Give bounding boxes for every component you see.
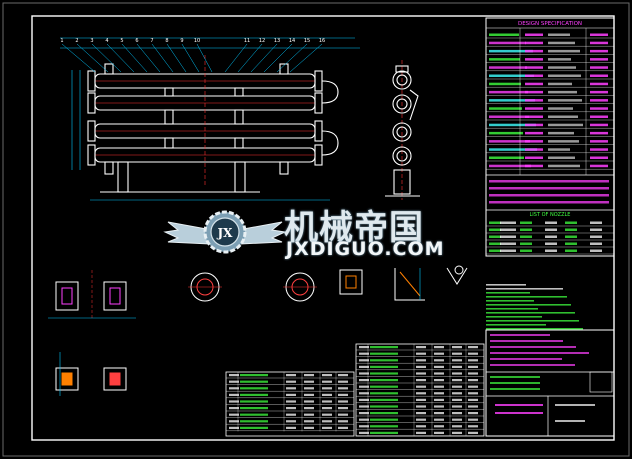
balloon-4: 4	[105, 38, 135, 73]
balloon-number: 3	[90, 38, 93, 44]
wing-left-icon	[163, 221, 213, 245]
balloon-number: 15	[304, 38, 310, 44]
heat-exchanger-side-view	[385, 60, 420, 200]
balloon-number: 16	[319, 38, 325, 44]
balloon-number: 14	[289, 38, 295, 44]
balloon-13: 13	[250, 38, 280, 73]
balloon-number: 4	[105, 38, 108, 44]
balloon-8: 8	[165, 38, 187, 73]
watermark-logo: JX	[163, 210, 287, 254]
balloon-number: 5	[120, 38, 123, 44]
balloon-14: 14	[263, 38, 295, 73]
balloon-number: 10	[194, 38, 200, 44]
balloon-number: 9	[180, 38, 183, 44]
balloon-9: 9	[180, 38, 200, 73]
technical-notes	[486, 284, 583, 330]
detail-views	[48, 265, 468, 396]
nozzle-title: LIST OF NOZZLE	[530, 212, 571, 218]
logo-letters: JX	[217, 226, 234, 240]
parts-list-table-left	[225, 371, 355, 437]
balloon-12: 12	[237, 38, 265, 73]
balloon-number: 2	[75, 38, 78, 44]
spec-header: DESIGN SPECIFICATION	[518, 21, 582, 27]
design-spec-table: DESIGN SPECIFICATION LIST OF NOZZLE	[485, 17, 615, 257]
balloon-6: 6	[135, 38, 161, 73]
wing-right-icon	[237, 221, 287, 245]
balloon-1: 1	[60, 38, 96, 73]
balloon-15: 15	[276, 38, 310, 73]
parts-list-table-mid	[355, 343, 485, 437]
balloon-number: 13	[274, 38, 280, 44]
watermark-title-cn: 机械帝国	[284, 208, 424, 248]
balloon-number: 12	[259, 38, 265, 44]
balloon-3: 3	[90, 38, 122, 73]
balloon-2: 2	[75, 38, 109, 73]
balloon-5: 5	[120, 38, 148, 73]
balloon-number: 8	[165, 38, 168, 44]
heat-exchanger-elevation	[60, 37, 360, 201]
balloon-7: 7	[150, 38, 174, 73]
balloon-number: 11	[244, 38, 250, 44]
title-block	[485, 329, 615, 437]
balloon-number: 1	[60, 38, 63, 44]
balloon-10: 10	[194, 38, 213, 73]
balloon-11: 11	[224, 38, 250, 73]
balloon-number: 6	[135, 38, 138, 44]
balloon-16: 16	[289, 38, 325, 73]
watermark-url: JXDIGUO.COM	[286, 238, 445, 260]
balloon-number: 7	[150, 38, 153, 44]
